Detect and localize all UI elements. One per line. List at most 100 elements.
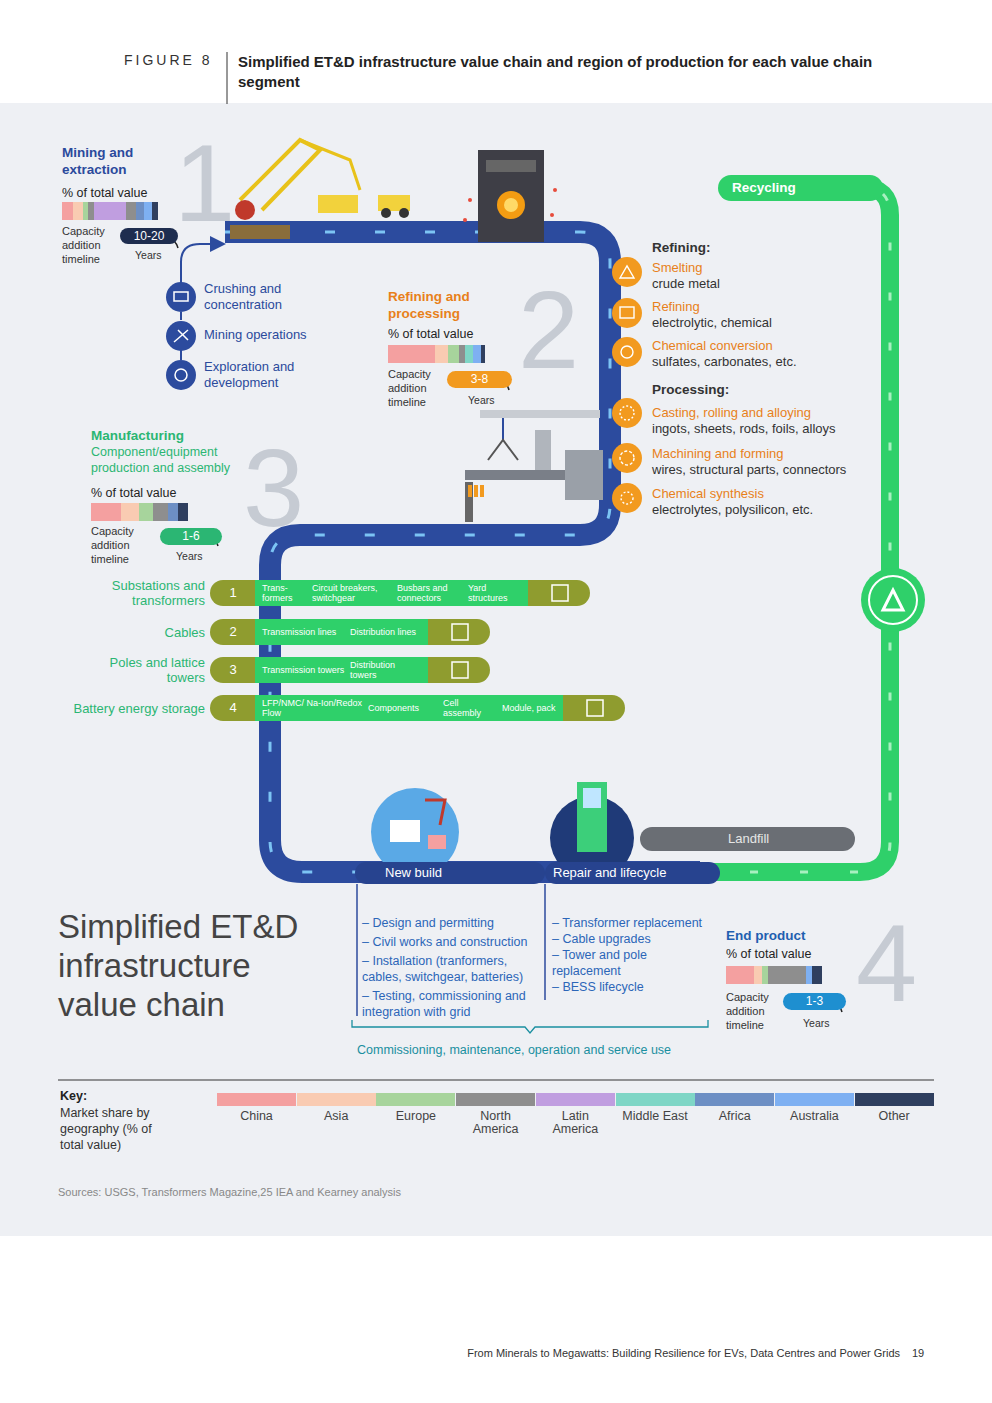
label: % of total value <box>388 327 508 343</box>
callout-number: 1 <box>222 580 244 606</box>
component-bar: Battery energy storage4LFP/NMC/ Na-Ion/R… <box>210 695 625 721</box>
label: – BESS lifecycle <box>552 979 712 995</box>
panel <box>0 103 992 1236</box>
label: Machining and forming <box>652 446 892 462</box>
label: Component/equipment production and assem… <box>91 445 246 476</box>
bar-heading: Substations and transformers <box>55 578 205 608</box>
label: Simplified ET&D infrastructure value cha… <box>58 908 328 1025</box>
legend-swatch <box>695 1093 774 1106</box>
rule <box>227 52 228 104</box>
label: % of total value <box>726 947 856 963</box>
legend-text: Europe <box>378 1110 453 1123</box>
factory-illustration <box>465 410 603 522</box>
bar-segment <box>768 966 806 984</box>
stage-number: 1 <box>174 128 254 238</box>
legend-text: Middle East <box>618 1110 693 1123</box>
timeline-pill: 1-3 <box>783 993 846 1010</box>
furnace-illustration <box>463 150 557 242</box>
label: FIGURE 8 <box>124 52 234 70</box>
bar-segment <box>806 966 812 984</box>
bar-segment <box>91 503 121 521</box>
band-text: Landfill <box>728 827 769 851</box>
key-rule <box>58 1080 934 1081</box>
label: Sources: USGS, Transformers Magazine,25 … <box>58 1186 658 1200</box>
segment-text: Yard structures <box>468 583 518 603</box>
bar-segment <box>448 345 459 363</box>
label: Casting, rolling and alloying <box>652 405 892 421</box>
connector-line <box>180 350 182 360</box>
label: crude metal <box>652 276 892 292</box>
bar-heading: Battery energy storage <box>40 701 205 716</box>
label: – Transformer replacement <box>552 915 712 931</box>
timeline-pill: 3-8 <box>447 371 512 388</box>
label: From Minerals to Megawatts: Building Res… <box>300 1347 900 1361</box>
bar-segment <box>388 345 435 363</box>
band-text: New build <box>385 862 442 884</box>
bar-segment <box>88 202 94 220</box>
segment-text: Distribution towers <box>350 660 420 680</box>
bar-segment <box>435 345 448 363</box>
bar-segment <box>762 966 768 984</box>
label: Exploration and development <box>204 359 334 392</box>
callout-number: 3 <box>222 657 244 683</box>
label: Years <box>176 550 216 563</box>
label: – Civil works and construction <box>362 934 542 950</box>
label: Chemical synthesis <box>652 486 892 502</box>
label: Years <box>135 249 175 262</box>
stage-number: 2 <box>518 275 618 385</box>
arrow <box>181 244 222 285</box>
legend-swatch <box>616 1093 695 1106</box>
bar-segment <box>754 966 762 984</box>
label: – Installation (tranformers, cables, swi… <box>362 953 542 985</box>
segment-text: Trans- formers <box>262 583 310 603</box>
bar-heading: Cables <box>55 625 205 640</box>
bar-segment <box>459 345 465 363</box>
legend-text: China <box>219 1110 294 1123</box>
legend-text: Australia <box>777 1110 852 1123</box>
segment-text: Transmission towers <box>262 665 346 675</box>
label: End product <box>726 928 876 945</box>
segment-text: LFP/NMC/ Na-Ion/Redox Flow <box>262 698 364 718</box>
label: Chemical conversion <box>652 338 892 354</box>
timeline-pill: 1-6 <box>160 528 222 545</box>
segment-text: Components <box>368 703 440 713</box>
label: Market share by geography (% of total va… <box>60 1105 175 1153</box>
label: ingots, sheets, rods, foils, alloys <box>652 421 892 437</box>
bar-icon <box>450 622 470 642</box>
figure-title: Simplified ET&D infrastructure value cha… <box>238 52 888 92</box>
segment-text: Module, pack <box>502 703 562 713</box>
segment-text: Transmission lines <box>262 627 346 637</box>
label: Refining <box>652 299 892 315</box>
bar-segment <box>139 503 153 521</box>
label: electrolytes, polysilicon, etc. <box>652 502 892 518</box>
label: – Design and permitting <box>362 915 542 931</box>
legend-swatch <box>297 1093 376 1106</box>
recycle-symbol <box>861 568 925 632</box>
icon-circles <box>166 282 196 390</box>
bar-segment <box>94 202 126 220</box>
label: – Tower and pole replacement <box>552 947 712 979</box>
excavator-illustration <box>230 140 410 239</box>
bar-icon <box>585 698 605 718</box>
flow-marks <box>700 187 890 872</box>
label: electrolytic, chemical <box>652 315 892 331</box>
legend-swatch <box>376 1093 455 1106</box>
legend-text: Other <box>857 1110 932 1123</box>
callout-number: 4 <box>222 695 244 721</box>
landfill-band: Landfill <box>640 827 855 851</box>
label: % of total value <box>91 486 211 502</box>
bar-segment <box>121 503 139 521</box>
bar-segment <box>126 202 136 220</box>
label: Years <box>803 1017 843 1030</box>
label: – Cable upgrades <box>552 931 712 947</box>
legend-text: Asia <box>299 1110 374 1123</box>
label: Years <box>468 394 508 407</box>
label: Refining: <box>652 240 852 257</box>
label: Commissioning, maintenance, operation an… <box>357 1043 737 1059</box>
segment-text: Cell assembly <box>443 698 499 718</box>
label: Capacity addition timeline <box>388 367 448 409</box>
bracket <box>352 1020 708 1033</box>
bar-segment <box>153 503 168 521</box>
label: Mining and extraction <box>62 145 177 179</box>
process-icons <box>612 257 642 513</box>
